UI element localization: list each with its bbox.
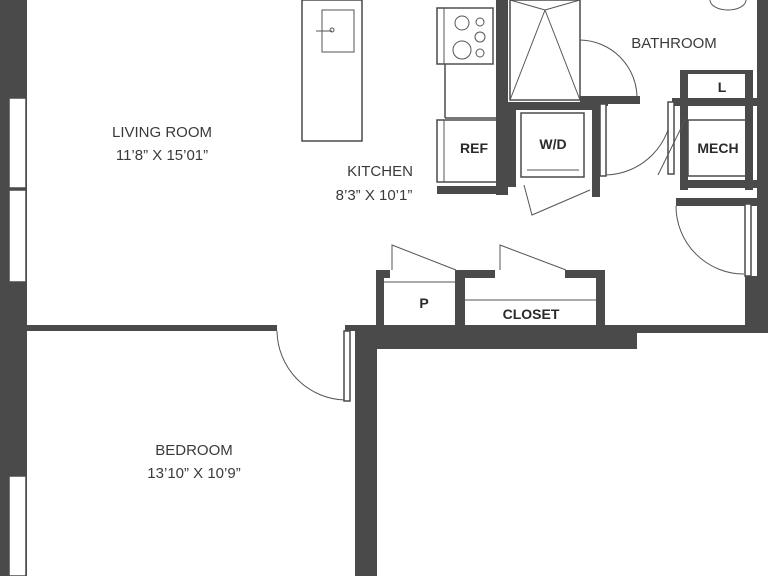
living-room-name: LIVING ROOM [112, 124, 212, 141]
bath-door [599, 101, 675, 177]
wd-label: W/D [539, 136, 566, 152]
bedroom-right-wall [355, 325, 768, 576]
bedroom-top-wall [27, 325, 355, 331]
pantry-closet-block [376, 244, 605, 327]
kitchen-name: KITCHEN [347, 163, 413, 180]
mech-label: MECH [697, 140, 738, 156]
linen-label: L [718, 79, 727, 95]
kitchen-island [301, 0, 363, 142]
washer-dryer [520, 112, 591, 216]
kitchen-dims: 8’3” X 10’1” [336, 187, 413, 204]
living-room-dims: 11’8” X 15’01” [116, 147, 208, 164]
bedroom-door [276, 330, 351, 402]
range-stove [436, 7, 494, 65]
pantry-label: P [419, 295, 428, 311]
bathroom-name: BATHROOM [631, 35, 717, 52]
mech-room [657, 106, 757, 190]
refrigerator [436, 119, 504, 183]
closet-label: CLOSET [503, 306, 560, 322]
bedroom-dims: 13’10” X 10’9” [147, 465, 240, 482]
bedroom-name: BEDROOM [155, 442, 233, 459]
bathroom-walls [579, 0, 768, 330]
linen-closet [680, 70, 753, 74]
ref-label: REF [460, 140, 488, 156]
left-exterior-wall [0, 0, 27, 576]
kitchen-walls [437, 0, 600, 197]
shower-stall [509, 0, 581, 101]
entry-door [675, 198, 757, 328]
